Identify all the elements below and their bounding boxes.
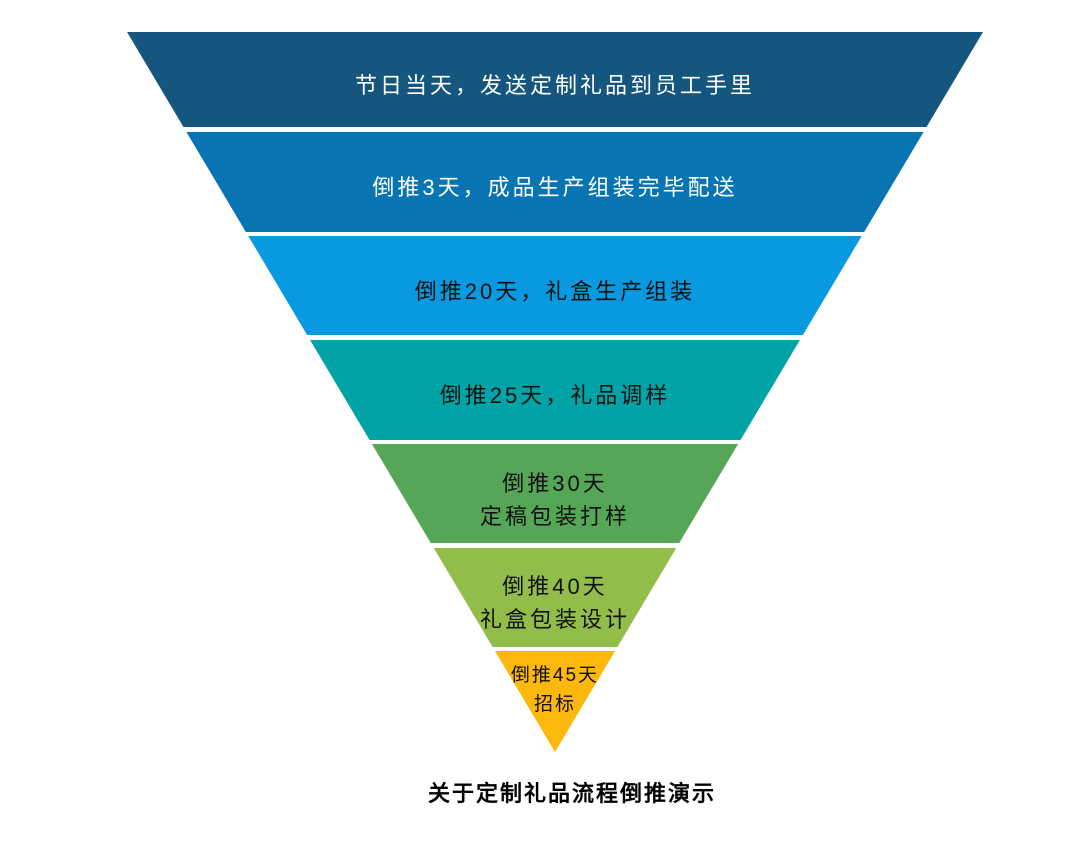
funnel-layer-1: 节日当天，发送定制礼品到员工手里 <box>127 32 983 127</box>
funnel-layer-2: 倒推3天，成品生产组装完毕配送 <box>127 131 983 232</box>
funnel-layer-2-label: 倒推3天，成品生产组装完毕配送 <box>372 175 738 200</box>
funnel-layer-5-label: 倒推30天 <box>502 470 608 496</box>
funnel-layer-3: 倒推20天，礼盒生产组装 <box>127 236 983 335</box>
funnel-layer-6-label-line2: 礼盒包装设计 <box>479 607 630 632</box>
inverted-funnel: 节日当天，发送定制礼品到员工手里 倒推3天，成品生产组装完毕配送 倒推20天，礼… <box>127 32 983 752</box>
funnel-layer-4: 倒推25天，礼品调样 <box>127 339 983 440</box>
funnel-layer-5: 倒推30天 定稿包装打样 <box>127 444 983 543</box>
funnel-layer-7-label-line2: 招标 <box>533 694 576 715</box>
funnel-layer-5-label-line2: 定稿包装打样 <box>479 503 630 529</box>
funnel-layer-3-label: 倒推20天，礼盒生产组装 <box>414 279 696 304</box>
funnel-layer-7: 倒推45天 招标 <box>127 651 983 752</box>
funnel-layer-6-label: 倒推40天 <box>502 574 608 599</box>
funnel-layer-4-label: 倒推25天，礼品调样 <box>439 383 671 408</box>
funnel-layer-6: 倒推40天 礼盒包装设计 <box>127 547 983 647</box>
funnel-layer-7-label: 倒推45天 <box>510 665 600 686</box>
funnel-layer-1-label: 节日当天，发送定制礼品到员工手里 <box>354 73 755 98</box>
diagram-caption: 关于定制礼品流程倒推演示 <box>427 781 717 806</box>
